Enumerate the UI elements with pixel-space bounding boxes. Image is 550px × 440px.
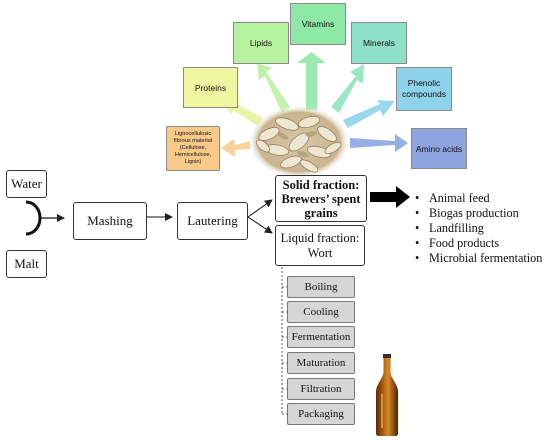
spent-grain-uses-list: Animal feed Biogas production Landfillin… bbox=[415, 191, 542, 266]
arrow-to-solid bbox=[247, 199, 273, 218]
component-lipids: Lipids bbox=[233, 22, 289, 64]
arrow-to-phenolic bbox=[343, 100, 395, 128]
spent-grain-image bbox=[248, 105, 350, 179]
malt-label: Malt bbox=[14, 256, 39, 271]
arrow-to-vitamins bbox=[297, 52, 326, 110]
arrow-to-liquid bbox=[247, 216, 273, 234]
use-item: Microbial fermentation bbox=[415, 251, 542, 266]
arrow-to-amino bbox=[350, 134, 408, 152]
amino-acids-label: Amino acids bbox=[415, 143, 463, 154]
mashing-label: Mashing bbox=[87, 213, 133, 228]
step-label: Maturation bbox=[296, 357, 346, 369]
component-amino-acids: Amino acids bbox=[411, 128, 467, 169]
lipids-label: Lipids bbox=[249, 38, 273, 48]
water-box: Water bbox=[6, 170, 47, 198]
component-vitamins: Vitamins bbox=[290, 3, 346, 45]
solid-fraction-box: Solid fraction: Brewers’ spent grains bbox=[275, 175, 367, 222]
vitamins-label: Vitamins bbox=[301, 19, 335, 29]
arrow-to-uses bbox=[370, 186, 410, 208]
arrow-to-lipids bbox=[257, 63, 290, 113]
malt-box: Malt bbox=[6, 250, 47, 278]
water-label: Water bbox=[11, 176, 42, 191]
step-label: Fermentation bbox=[291, 331, 351, 343]
liquid-fraction-line2: Wort bbox=[307, 245, 333, 260]
ligno-label-line3: (Cellulose, bbox=[179, 145, 207, 151]
arrow-to-ligno bbox=[221, 139, 250, 157]
ligno-label-line5: Lignin) bbox=[184, 159, 202, 165]
phenolic-label-line1: Phenolic bbox=[407, 78, 441, 88]
steps-connectors bbox=[282, 286, 287, 415]
use-item: Food products bbox=[415, 236, 542, 251]
component-proteins: Proteins bbox=[183, 67, 238, 108]
solid-fraction-line1: Solid fraction: bbox=[282, 177, 360, 192]
arrow-to-minerals bbox=[331, 64, 364, 113]
step-label: Cooling bbox=[303, 306, 339, 318]
lautering-label: Lautering bbox=[187, 213, 238, 228]
step-maturation: Maturation bbox=[287, 352, 355, 374]
component-phenolic: Phenolic compounds bbox=[396, 67, 452, 111]
step-label: Filtration bbox=[300, 383, 342, 395]
proteins-label: Proteins bbox=[194, 82, 227, 93]
step-filtration: Filtration bbox=[287, 378, 355, 400]
solid-fraction-line2: Brewers’ spent bbox=[281, 191, 361, 206]
ligno-label-line4: Hemicellulose, bbox=[174, 152, 212, 158]
step-boiling: Boiling bbox=[287, 276, 355, 298]
minerals-label: Minerals bbox=[362, 38, 396, 48]
use-item: Landfilling bbox=[415, 221, 542, 236]
liquid-fraction-line1: Liquid fraction: bbox=[280, 230, 360, 245]
use-item: Animal feed bbox=[415, 191, 542, 206]
use-item: Biogas production bbox=[415, 206, 542, 221]
ligno-label-line2: fibrous material bbox=[173, 138, 213, 144]
step-label: Packaging bbox=[298, 408, 344, 420]
ligno-label-line1: Lignocellulosic bbox=[174, 131, 212, 137]
solid-fraction-line3: grains bbox=[304, 205, 338, 220]
step-cooling: Cooling bbox=[287, 301, 355, 323]
beer-bottle-image bbox=[376, 354, 398, 436]
step-packaging: Packaging bbox=[287, 403, 355, 425]
step-fermentation: Fermentation bbox=[287, 326, 355, 348]
liquid-fraction-box: Liquid fraction: Wort bbox=[275, 225, 365, 266]
lautering-box: Lautering bbox=[177, 202, 248, 240]
step-label: Boiling bbox=[304, 281, 338, 293]
mashing-box: Mashing bbox=[73, 202, 147, 240]
phenolic-label-line2: compounds bbox=[402, 89, 446, 99]
component-minerals: Minerals bbox=[351, 22, 407, 64]
water-malt-merge bbox=[25, 200, 42, 236]
component-lignocellulosic: Lignocellulosic fibrous material (Cellul… bbox=[166, 126, 220, 171]
